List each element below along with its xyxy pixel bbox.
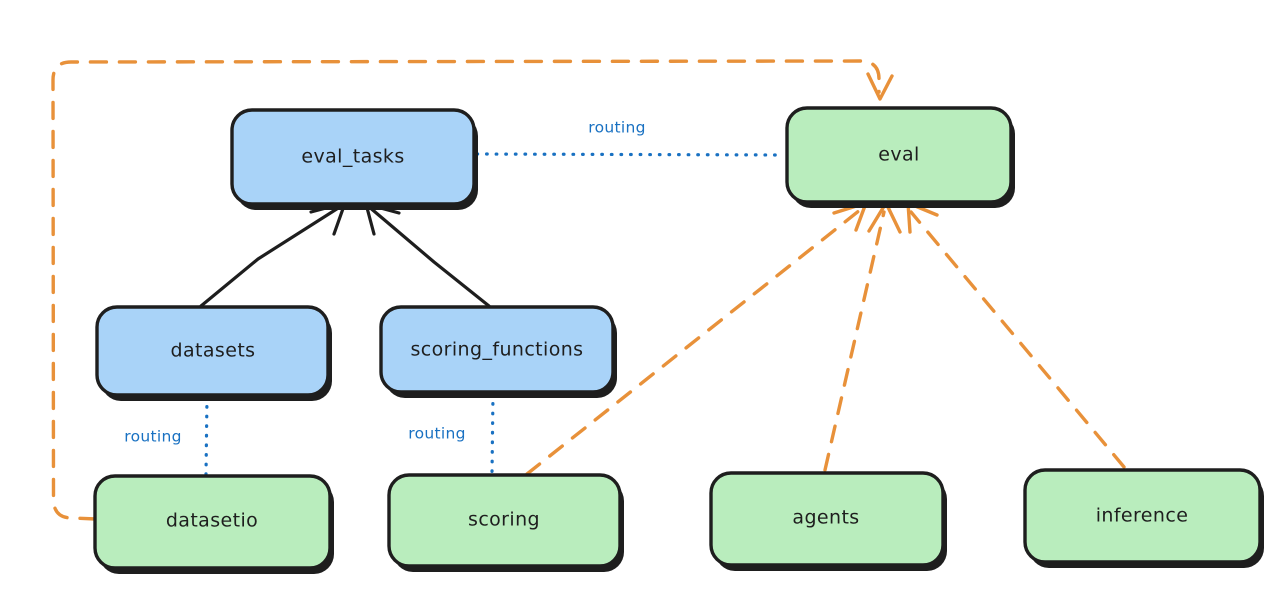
node-eval[interactable]: eval [785, 106, 1015, 208]
edge-label-routing-scoring-functions: routing [408, 425, 466, 443]
node-scoring-body [387, 473, 622, 568]
node-eval-body [785, 106, 1013, 204]
node-datasets-body [95, 305, 330, 397]
edge-scoring-eval-path [525, 208, 862, 476]
node-inference[interactable]: inference [1023, 468, 1264, 568]
node-scoring-label: scoring [468, 509, 540, 531]
node-scoring-functions-label: scoring_functions [411, 339, 584, 361]
edge-agents-eval [823, 201, 902, 472]
node-datasetio[interactable]: datasetio [93, 474, 334, 574]
node-scoring-functions-body [379, 305, 615, 394]
node-eval-tasks-body [230, 108, 476, 206]
edge-inference-eval-path [909, 210, 1126, 469]
node-datasetio-label: datasetio [166, 510, 258, 532]
edge-agents-eval-path [823, 210, 886, 472]
node-eval-tasks-label: eval_tasks [301, 146, 404, 168]
edge-scoring-functions-eval-tasks [364, 202, 491, 308]
edge-datasetio-eval-arrowhead [866, 72, 894, 101]
node-agents-body [709, 471, 945, 567]
edge-eval-tasks-eval: routing [475, 119, 786, 157]
node-datasets[interactable]: datasets [95, 305, 332, 401]
node-agents[interactable]: agents [709, 471, 947, 571]
node-eval-tasks[interactable]: eval_tasks [230, 108, 478, 210]
node-inference-label: inference [1096, 505, 1189, 527]
edge-datasets-eval-tasks-path [199, 203, 345, 308]
edge-label-routing-eval-tasks: routing [588, 119, 646, 137]
node-datasetio-body [93, 474, 332, 570]
edge-datasets-datasetio: routing [124, 395, 209, 476]
edge-datasetio-eval [51, 59, 894, 521]
edge-scoring-functions-scoring: routing [408, 392, 495, 475]
edge-eval-tasks-eval-path [475, 152, 786, 157]
edge-inference-eval [906, 201, 1126, 469]
edge-label-routing-datasets: routing [124, 428, 182, 446]
edge-scoring-functions-eval-tasks-path [366, 204, 491, 308]
node-scoring[interactable]: scoring [387, 473, 624, 572]
node-inference-body [1023, 468, 1262, 564]
edge-datasets-eval-tasks [199, 201, 347, 308]
edge-datasetio-eval-path [51, 59, 881, 521]
node-agents-label: agents [792, 507, 859, 529]
node-datasets-label: datasets [171, 340, 256, 362]
node-scoring-functions[interactable]: scoring_functions [379, 305, 617, 398]
edge-scoring-functions-scoring-path [490, 392, 495, 475]
node-eval-label: eval [878, 144, 919, 166]
edge-datasets-datasetio-path [204, 395, 209, 476]
